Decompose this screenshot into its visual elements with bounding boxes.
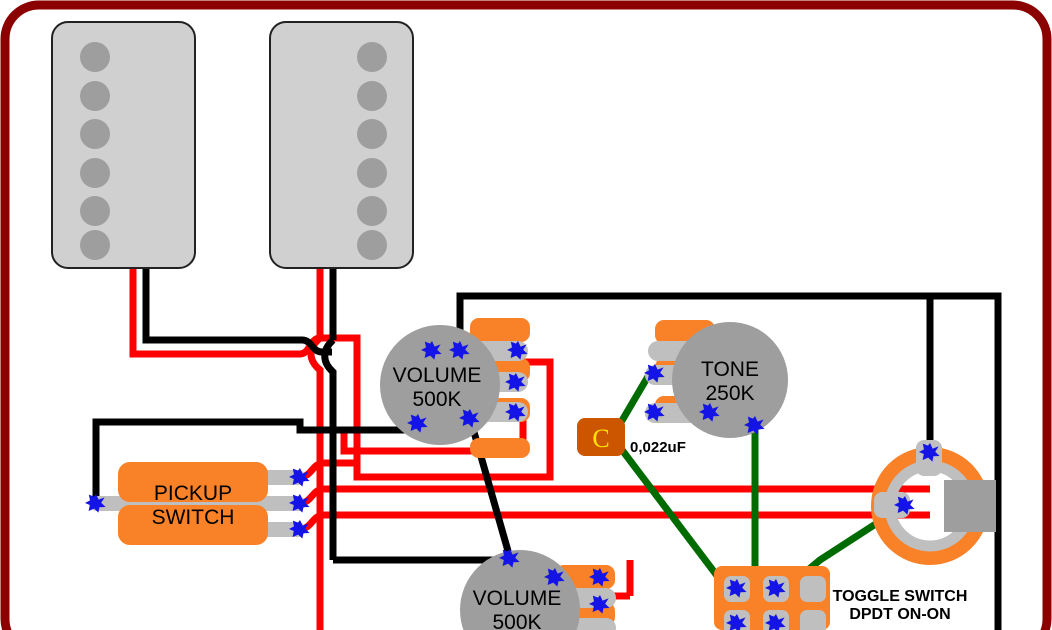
capacitor-value-label: 0,022uF (630, 439, 686, 456)
volume-pot-bottom-label-line1: VOLUME (473, 587, 562, 610)
wire-neck-gnd (142, 266, 302, 344)
pole-piece (80, 230, 110, 260)
volume-pot-bottom-label-line2: 500K (492, 611, 541, 630)
pole-piece (357, 230, 387, 260)
toggle-lug-3 (800, 576, 826, 602)
wire-neck-hot (129, 266, 300, 358)
capacitor-symbol: C (592, 424, 609, 453)
wire-gnd-to-jack (456, 292, 934, 452)
toggle-switch-label-line2: DPDT ON-ON (849, 606, 950, 623)
toggle-switch-label-line1: TOGGLE SWITCH (833, 588, 968, 605)
pickup-switch-label-line2: SWITCH (152, 506, 235, 529)
pole-piece (80, 158, 110, 188)
pole-piece (357, 196, 387, 226)
pole-piece (80, 81, 110, 111)
pot-terminal-tab (470, 318, 530, 342)
volume-pot-top[interactable]: VOLUME 500K (380, 318, 530, 458)
tone-pot-body (672, 322, 788, 438)
wire-gnd-to-switch (92, 418, 422, 503)
wire-gnd-right (930, 292, 1002, 630)
tone-pot[interactable]: TONE 250K (644, 320, 788, 438)
wire-cap-to-tone1 (616, 371, 654, 426)
pole-piece (80, 119, 110, 149)
pole-piece (357, 119, 387, 149)
ground-wire-network (92, 266, 1002, 630)
toggle-lug-6 (800, 610, 826, 630)
pole-piece (80, 196, 110, 226)
pole-piece (357, 42, 387, 72)
output-jack[interactable] (871, 440, 996, 565)
toggle-switch[interactable]: TOGGLE SWITCH DPDT ON-ON (714, 566, 967, 630)
wire-sw-lug1 (299, 459, 357, 481)
pole-piece (357, 81, 387, 111)
neck-pickup[interactable] (51, 21, 196, 269)
pickup-switch-body-top (118, 462, 268, 502)
capacitor-body (577, 418, 625, 456)
capacitor[interactable]: C 0,022uF (577, 418, 686, 456)
wire-bridge-hot-down (307, 335, 324, 630)
pot-terminal-tab (470, 438, 530, 458)
volume-pot-top-label-line2: 500K (412, 388, 461, 411)
pickup-switch-body-bottom (118, 505, 268, 545)
output-jack-barrel (944, 480, 996, 532)
wire-sw-lug1-run (353, 358, 554, 481)
volume-pot-top-label-line1: VOLUME (393, 364, 482, 387)
pickup-switch[interactable]: PICKUP SWITCH (85, 462, 310, 545)
bridge-pickup-body (269, 21, 414, 269)
tone-pot-label-line2: 250K (705, 382, 754, 405)
bridge-pickup[interactable] (269, 21, 414, 269)
pole-piece (80, 42, 110, 72)
pickup-switch-label-line1: PICKUP (154, 482, 232, 505)
volume-pot-bottom[interactable]: VOLUME 500K (460, 549, 616, 630)
neck-pickup-body (51, 21, 196, 269)
wire-bridge-gnd-down (321, 337, 337, 560)
tone-pot-label-line1: TONE (701, 358, 759, 381)
pole-piece (357, 158, 387, 188)
